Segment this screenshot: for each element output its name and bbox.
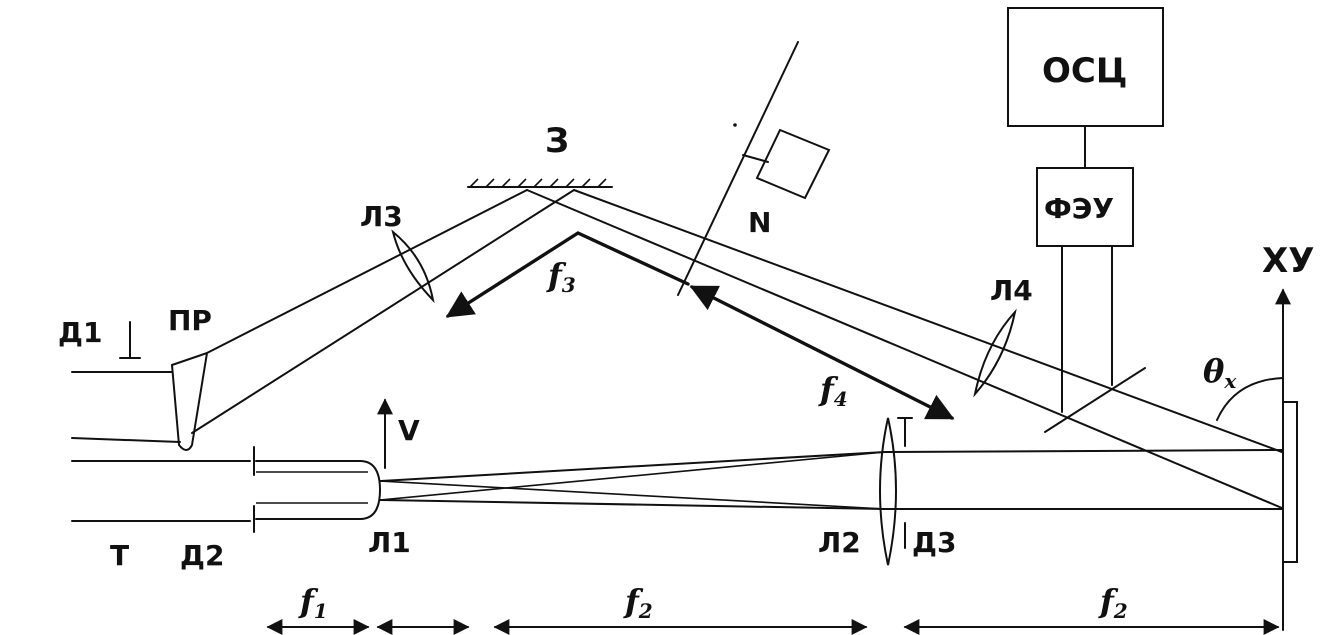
photomultiplier-label: ФЭУ	[1044, 192, 1114, 225]
screen-plate	[1282, 401, 1298, 563]
theta-label: θx	[1203, 352, 1237, 393]
theta-arc	[1216, 377, 1284, 421]
beam-splitter	[1044, 367, 1146, 433]
n-stick	[677, 41, 799, 296]
mirror-label: З	[545, 121, 569, 161]
dim-f2a-label: f2	[623, 582, 653, 623]
dim-f1-label: f1	[298, 582, 328, 623]
beam-l1-l2-b	[379, 499, 886, 510]
lens-l3-label: Л3	[360, 200, 403, 233]
mirror-hatching	[469, 178, 607, 188]
lens-l3	[391, 229, 435, 304]
lens-l4	[973, 308, 1017, 398]
detector-d2-label: Д2	[180, 539, 224, 572]
focal-f3-label: f3	[546, 256, 576, 297]
n-label: N	[748, 206, 771, 239]
detector-d3-label: Д3	[912, 526, 956, 559]
beam-mirror-screen-a	[526, 189, 1283, 509]
oscilloscope-label: ОСЦ	[1042, 51, 1127, 91]
n-connector	[742, 154, 769, 163]
beam-cross-a	[379, 480, 886, 510]
prism	[170, 351, 209, 451]
focal-arrow-f4	[689, 285, 955, 420]
target-t-label: Т	[110, 539, 129, 572]
lens-l4-label: Л4	[990, 274, 1033, 307]
xy-label: XУ	[1262, 241, 1314, 281]
n-block	[755, 128, 831, 200]
beam-prism-mirror-lower	[191, 189, 575, 434]
lens-l1-label: Л1	[368, 526, 411, 559]
beam-cross-b	[379, 451, 886, 501]
photomultiplier-box	[1036, 167, 1134, 247]
velocity-label: V	[398, 414, 420, 447]
beam-mirror-screen-b	[573, 189, 1283, 453]
input-beam-prism-bottom	[71, 437, 181, 443]
dim-f2b-label: f2	[1098, 582, 1128, 623]
beam-prism-mirror-upper	[206, 189, 528, 354]
tube-body	[255, 460, 382, 520]
lens-l2-label: Л2	[818, 526, 861, 559]
focal-arrow-f3	[445, 231, 690, 318]
prism-label: ПР	[168, 304, 212, 337]
n-dot	[733, 123, 737, 127]
focal-f4-label: f4	[818, 370, 848, 411]
beam-l1-l2-a	[379, 451, 886, 482]
beam-l2-screen-top	[884, 449, 1283, 453]
lens-l2	[879, 417, 897, 566]
detector-d1-label: Д1	[58, 316, 102, 349]
